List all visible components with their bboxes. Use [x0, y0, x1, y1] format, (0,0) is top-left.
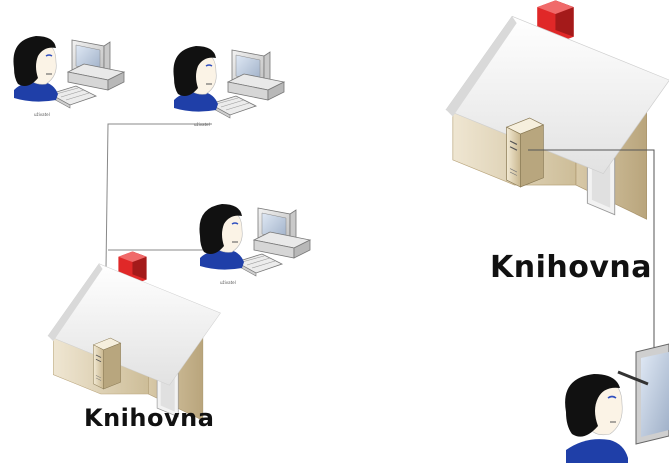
tablet-icon: [617, 343, 669, 445]
house-icon: [445, 0, 669, 220]
user-badge: uživatel: [34, 112, 50, 117]
user-badge: uživatel: [220, 280, 236, 285]
house-icon: [47, 251, 221, 421]
user-workstation: uživatel: [172, 45, 285, 127]
library-label: Knihovna: [490, 250, 653, 285]
server-tower-icon: [92, 337, 122, 390]
user-workstation: uživatel: [12, 35, 125, 117]
user-badge: uživatel: [194, 122, 210, 127]
network-line: [528, 149, 655, 352]
library-label: Knihovna: [84, 404, 215, 432]
user-workstation: uživatel: [198, 203, 311, 285]
server-tower-icon: [506, 117, 544, 188]
user-with-tablet: [565, 343, 669, 463]
